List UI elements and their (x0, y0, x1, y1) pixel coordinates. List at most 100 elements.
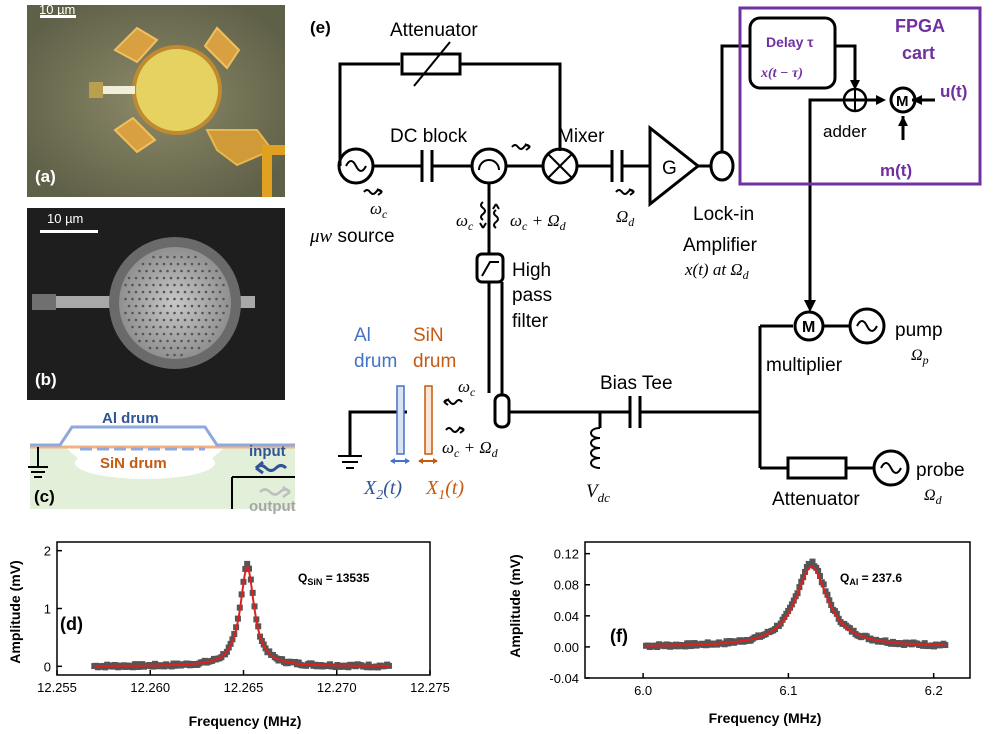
sem-hole (176, 276, 180, 280)
delay-x-label: x(t − τ) (760, 66, 803, 81)
sem-hole (180, 297, 183, 301)
gain-amplifier (648, 124, 701, 208)
q-sin-annotation: QSiN = 13535 (298, 571, 370, 587)
sem-hole (215, 325, 218, 329)
x-tick-label: 12.255 (37, 680, 77, 695)
x-tick-label: 12.275 (410, 680, 450, 695)
sem-hole (222, 311, 225, 315)
sem-hole (127, 290, 131, 294)
sem-hole (201, 269, 204, 273)
lockin-label-3: x(t) at Ωd (684, 260, 750, 282)
y-tick-label: 2 (44, 544, 51, 559)
sem-hole (180, 353, 183, 357)
sem-hole (155, 276, 159, 280)
sem-hole (152, 269, 155, 273)
sem-hole (166, 297, 169, 301)
hpf-label-3: filter (512, 311, 549, 332)
sem-hole (183, 346, 187, 350)
sem-hole (141, 332, 145, 336)
sin-drum-plate (424, 385, 433, 455)
sem-hole (197, 290, 201, 294)
sem-hole (197, 332, 201, 336)
sem-hole (190, 346, 194, 350)
sem-hole (166, 283, 169, 287)
sem-hole (201, 283, 204, 287)
sem-hole (201, 325, 204, 329)
sem-hole (211, 318, 215, 322)
sem-hole (152, 297, 155, 301)
sem-hole (222, 297, 225, 301)
sem-hole (169, 346, 173, 350)
data-point (790, 597, 797, 604)
plot-frame (56, 541, 431, 676)
adder-label: adder (823, 122, 867, 141)
sem-hole (211, 332, 215, 336)
sem-hole (197, 318, 201, 322)
sem-hole (218, 290, 222, 294)
sem-hole (197, 276, 201, 280)
sem-hole (134, 332, 138, 336)
sem-hole (166, 353, 169, 357)
uw-source-circle (337, 147, 375, 185)
x-tick-label: 12.260 (130, 680, 170, 695)
sem-hole (208, 339, 211, 343)
sem-hole (187, 339, 190, 343)
sem-hole (162, 276, 166, 280)
fpga-multiplier-symbol (889, 86, 917, 114)
sem-hole (208, 325, 211, 329)
attenuator-top-box (400, 52, 462, 76)
data-point (785, 607, 792, 614)
sem-hole (194, 325, 197, 329)
sem-hole (155, 262, 159, 266)
y-tick-label: 0.12 (554, 547, 579, 562)
sem-hole (148, 332, 152, 336)
sem-hole (190, 262, 194, 266)
sem-hole (197, 346, 201, 350)
sem-hole (180, 325, 183, 329)
omega-c-label-1: ωc (370, 199, 388, 221)
sem-hole (183, 276, 187, 280)
data-point (781, 613, 788, 620)
omega-d-probe-label: Ωd (924, 487, 943, 507)
sem-hole (141, 304, 145, 308)
data-point (787, 604, 794, 611)
sem-hole (169, 290, 173, 294)
c-input-label: input (249, 443, 286, 460)
sem-hole (218, 318, 222, 322)
hpf-label-2: pass (512, 285, 552, 306)
sem-hole (148, 304, 152, 308)
sem-hole (138, 339, 141, 343)
chart-f: (f) QAl = 237.6 Frequency (MHz) Amplitud… (507, 541, 971, 726)
sem-hole (166, 255, 169, 259)
delay-box (748, 16, 837, 90)
sem-hole (141, 276, 145, 280)
sem-hole (183, 290, 187, 294)
sem-hole (176, 318, 180, 322)
sem-hole (218, 304, 222, 308)
omega-p-label: Ωp (911, 347, 929, 367)
sem-hole (197, 262, 201, 266)
plot-frame (584, 541, 971, 679)
x-tick-label: 6.2 (925, 683, 943, 698)
data-point (721, 641, 728, 648)
data-point (816, 573, 823, 580)
sem-hole (204, 304, 208, 308)
sem-hole (148, 290, 152, 294)
panel-b-label: (b) (35, 370, 57, 389)
sem-hole (187, 255, 190, 259)
sem-hole (166, 311, 169, 315)
panel-a-optical-image: 10 µm (a) (27, 5, 285, 197)
d-ylabel: Amplitude (mV) (7, 560, 23, 663)
scale-bar-b (40, 230, 98, 233)
sem-hole (173, 311, 176, 315)
sem-hole (208, 283, 211, 287)
al-label-2: drum (354, 351, 397, 372)
sem-hole (159, 325, 162, 329)
sem-hole (148, 346, 152, 350)
high-pass-filter-box (475, 252, 505, 284)
probe-label: probe (916, 460, 965, 481)
data-point (815, 567, 822, 574)
vdc-label: Vdc (586, 481, 610, 505)
sem-hole (176, 346, 180, 350)
sem-hole (180, 255, 183, 259)
